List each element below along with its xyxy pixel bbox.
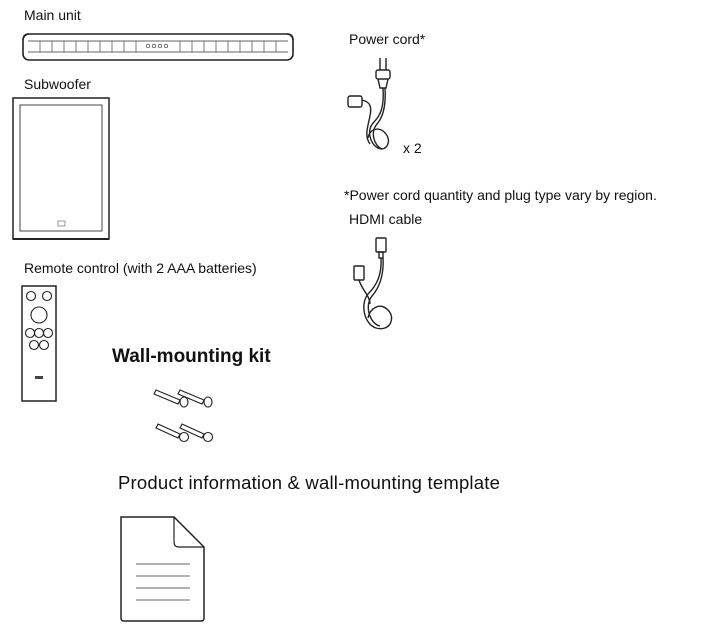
- remote-illustration: [20, 284, 60, 404]
- power-qty: x 2: [403, 140, 422, 156]
- main-unit-label: Main unit: [24, 7, 81, 23]
- hdmi-label: HDMI cable: [349, 211, 423, 227]
- power-cord-label: Power cord*: [349, 31, 426, 47]
- power-cord-illustration: [340, 54, 404, 160]
- subwoofer-illustration: [12, 96, 112, 242]
- wall-kit-label: Wall-mounting kit: [112, 346, 271, 367]
- subwoofer-label: Subwoofer: [24, 76, 91, 92]
- wall-mount-screws-illustration: [150, 378, 220, 448]
- document-illustration: [118, 514, 208, 624]
- remote-label: Remote control (with 2 AAA batteries): [24, 260, 257, 276]
- soundbar-illustration: [20, 30, 296, 64]
- hdmi-cable-illustration: [346, 234, 410, 336]
- power-note: *Power cord quantity and plug type vary …: [344, 187, 657, 203]
- product-info-label: Product information & wall-mounting temp…: [118, 472, 501, 493]
